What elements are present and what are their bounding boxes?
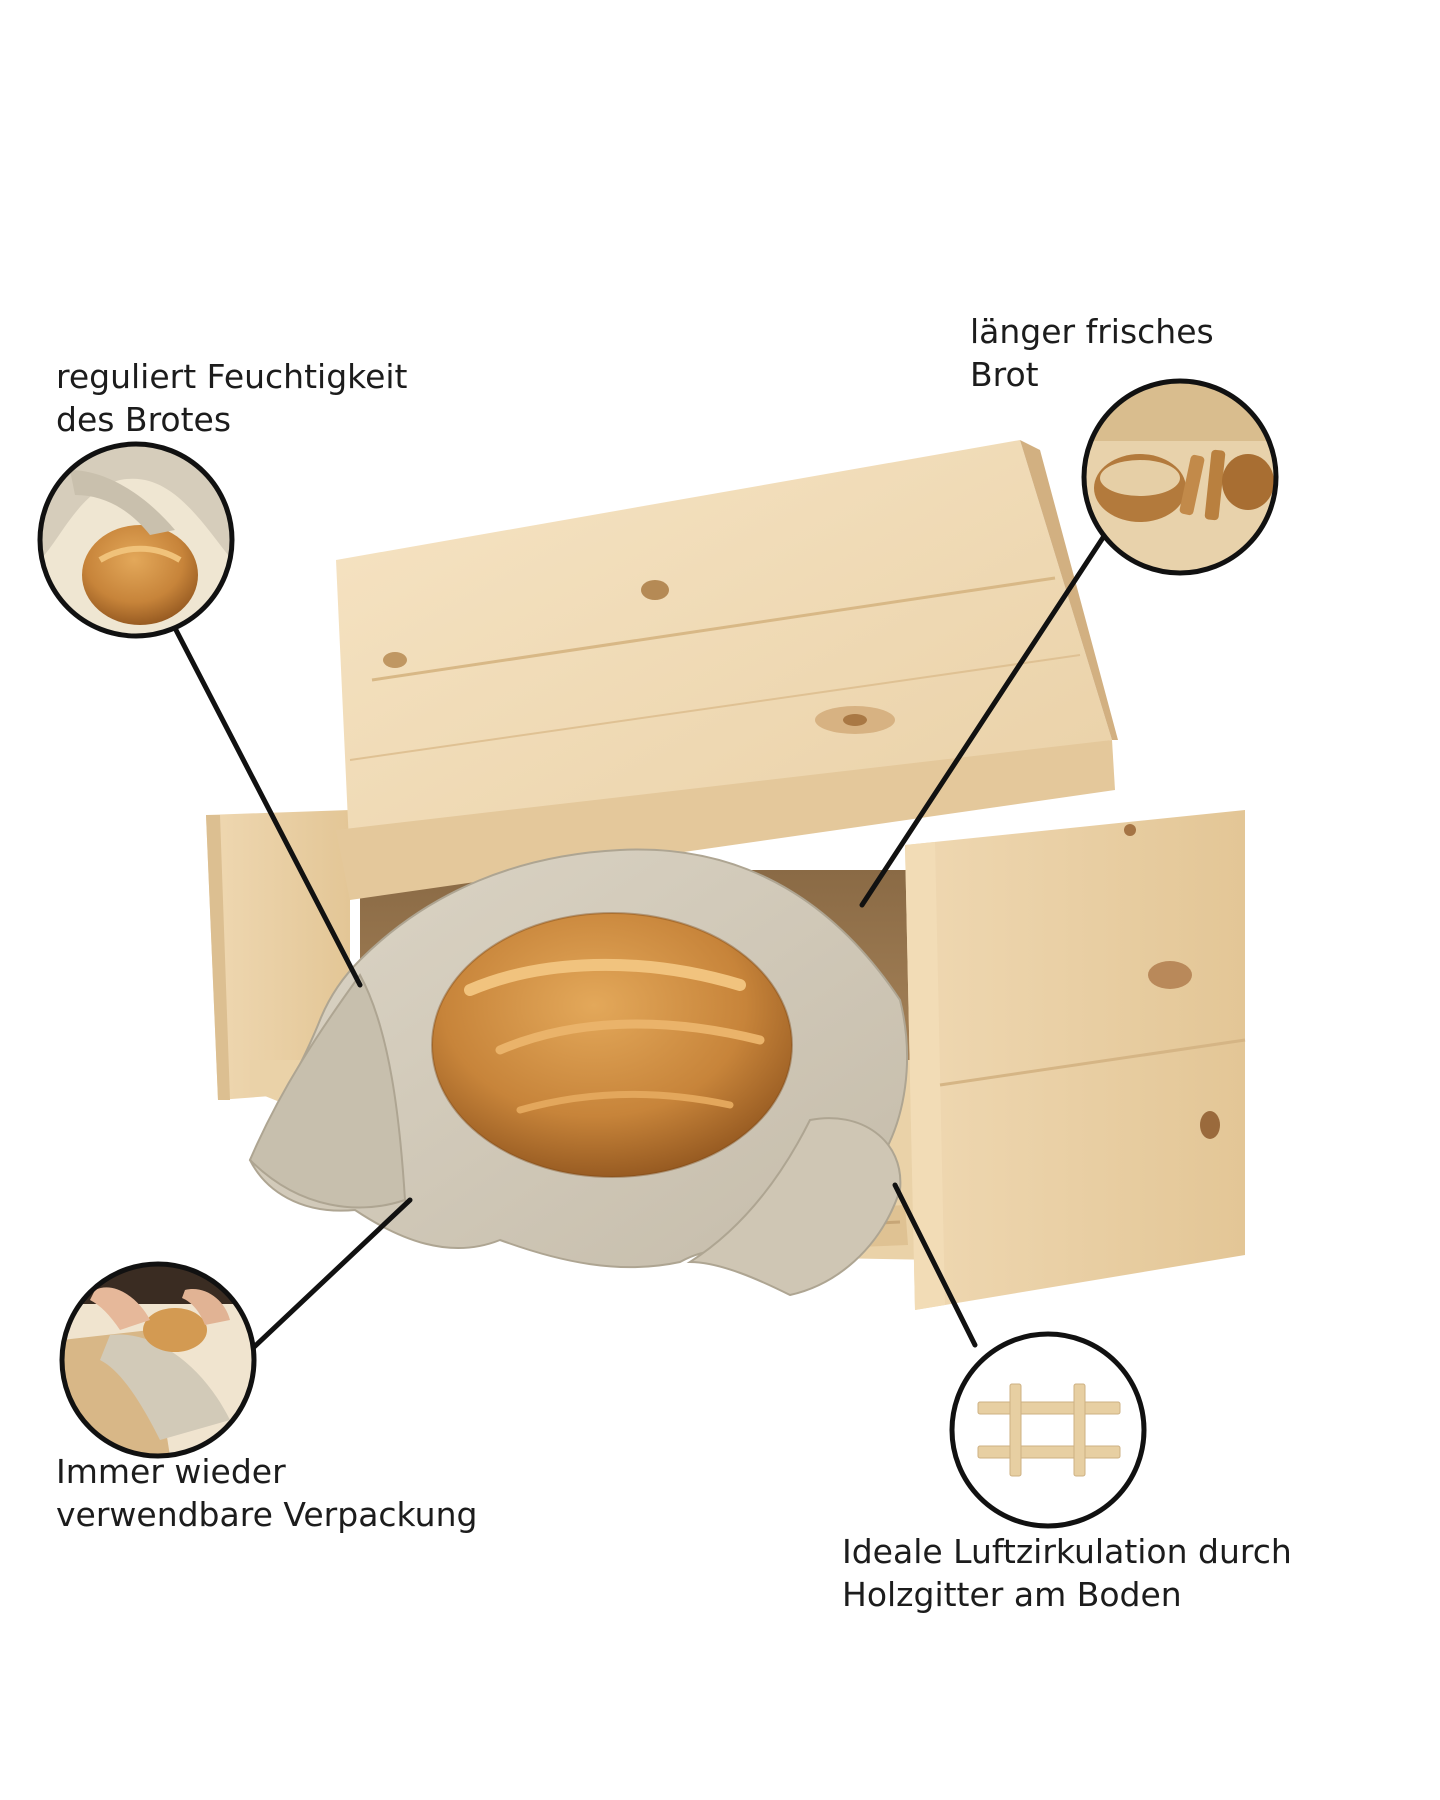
bread-in-cloth-icon — [37, 441, 235, 639]
caption-reusable: Immer wieder verwendbare Verpackung — [56, 1450, 477, 1536]
pointer-freshness — [859, 527, 1111, 908]
caption-humidity-line1: reguliert Feuchtigkeit — [56, 357, 408, 396]
caption-humidity-line2: des Brotes — [56, 400, 232, 439]
caption-freshness-line1: länger frisches — [970, 312, 1214, 351]
caption-reusable-line2: verwendbare Verpackung — [56, 1495, 478, 1534]
wooden-grid-icon — [949, 1331, 1147, 1529]
pointer-lines — [173, 527, 1111, 1368]
caption-airflow-line1: Ideale Luftzirkulation durch — [842, 1532, 1292, 1571]
hands-wrapping-bread-icon — [59, 1261, 257, 1459]
caption-humidity: reguliert Feuchtigkeit des Brotes — [56, 355, 408, 441]
caption-freshness: länger frisches Brot — [970, 310, 1214, 396]
bread-loaf — [431, 912, 793, 1178]
box-lid — [336, 440, 1112, 865]
caption-reusable-line1: Immer wieder — [56, 1452, 286, 1491]
box-left-wall — [206, 810, 350, 1100]
box-right-wall — [905, 810, 1245, 1310]
caption-freshness-line2: Brot — [970, 355, 1039, 394]
pointer-airflow — [892, 1182, 978, 1348]
caption-airflow-line2: Holzgitter am Boden — [842, 1575, 1182, 1614]
pointer-humidity — [173, 627, 363, 988]
pointer-reusable — [232, 1197, 413, 1368]
sliced-bread-icon — [1081, 378, 1279, 576]
caption-airflow: Ideale Luftzirkulation durch Holzgitter … — [842, 1530, 1292, 1616]
